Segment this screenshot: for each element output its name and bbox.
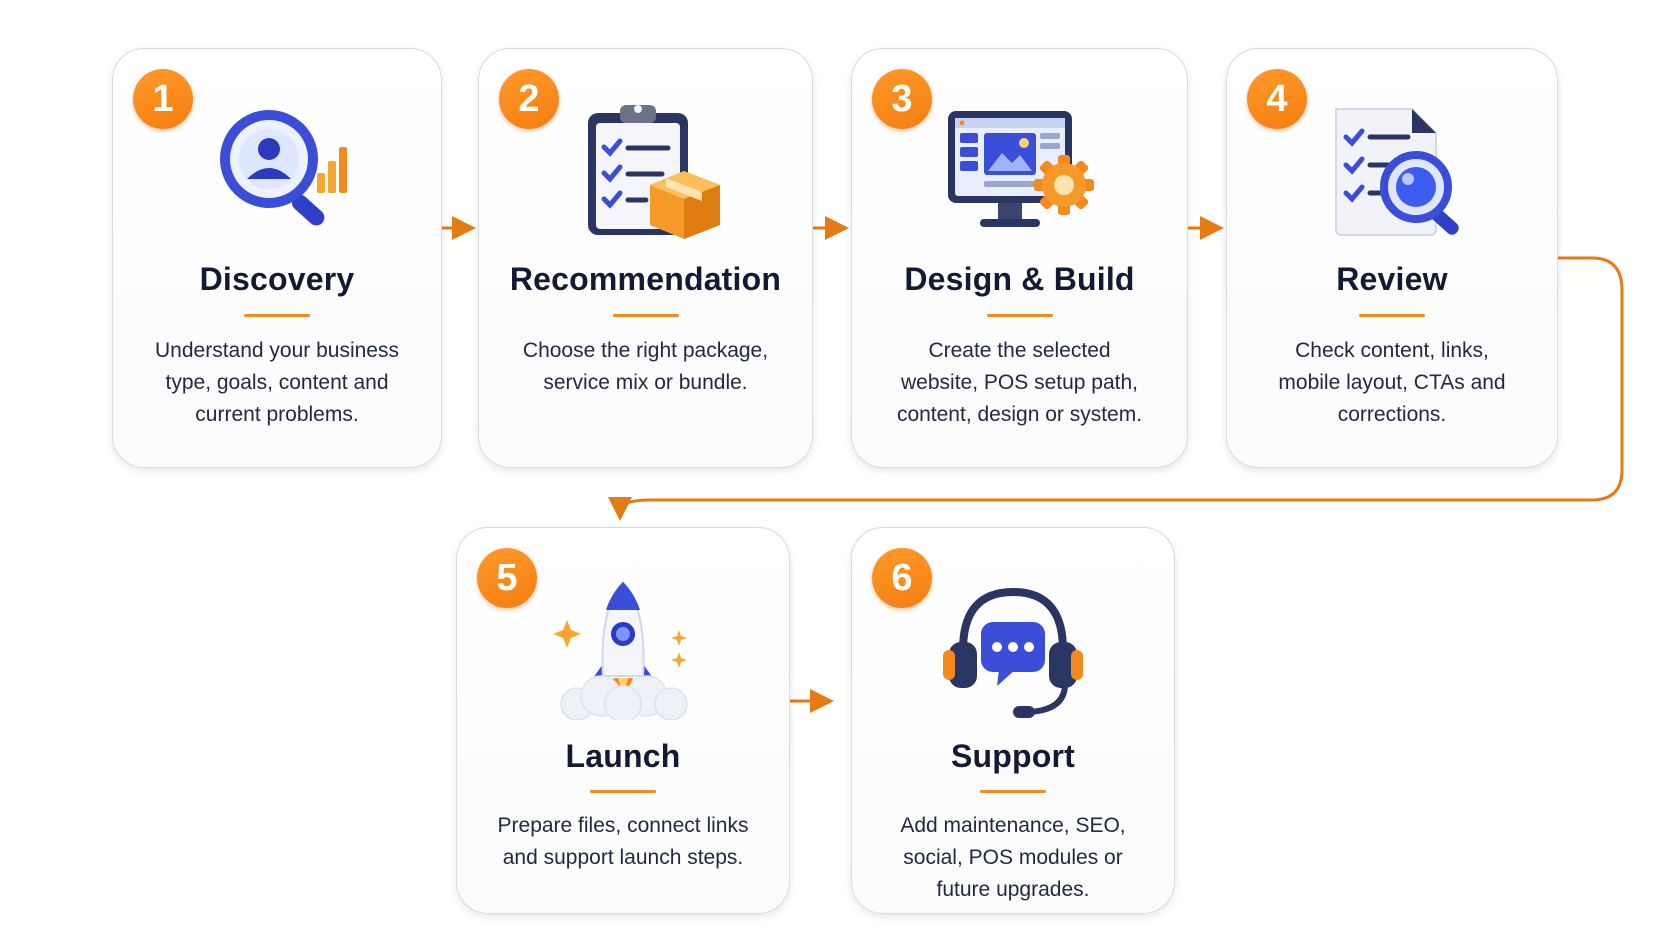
step-card-discovery: 1 Discovery Understand your business typ… [112,48,442,468]
monitor-gear-icon [852,101,1187,241]
step-description: Add maintenance, SEO, social, POS module… [900,814,1126,901]
step-title: Design & Build [904,261,1135,297]
step-number-badge: 5 [477,548,537,608]
document-checklist-magnifier-icon [1227,101,1557,241]
step-description: Choose the right package, service mix or… [522,339,769,394]
step-card-design-build: 3 [851,48,1188,468]
step-description: Check content, links, mobile layout, CTA… [1278,339,1506,426]
step-number-badge: 1 [133,69,193,129]
step-number-badge: 6 [872,548,932,608]
step-description: Understand your business type, goals, co… [155,339,399,426]
title-underline [1359,314,1425,317]
step-description: Create the selected website, POS setup p… [896,339,1143,426]
title-underline [980,790,1046,793]
step-number-badge: 3 [872,69,932,129]
step-number-badge: 2 [499,69,559,129]
step-card-launch: 5 Launch Prepare files, connect links an… [456,527,790,914]
rocket-launch-icon [457,580,789,720]
step-title: Support [950,738,1076,774]
magnifier-user-chart-icon [113,101,441,241]
step-card-recommendation: 2 Recommendation Choose the right packa [478,48,813,468]
title-underline [244,314,310,317]
step-title: Discovery [199,261,355,297]
step-description: Prepare files, connect links and support… [497,814,749,869]
step-number-badge: 4 [1247,69,1307,129]
clipboard-checklist-box-icon [479,101,812,241]
title-underline [986,314,1053,317]
step-title: Launch [565,738,681,774]
arrow-4-to-5 [608,256,1624,521]
headset-chat-icon [852,580,1174,720]
title-underline [590,790,656,793]
step-card-support: 6 Support Add maintenance, SEO, social, … [851,527,1175,914]
title-underline [612,314,679,317]
step-card-review: 4 Review Check content, links, mobile la… [1226,48,1558,468]
step-title: Review [1336,261,1448,297]
step-title: Recommendation [509,261,782,297]
